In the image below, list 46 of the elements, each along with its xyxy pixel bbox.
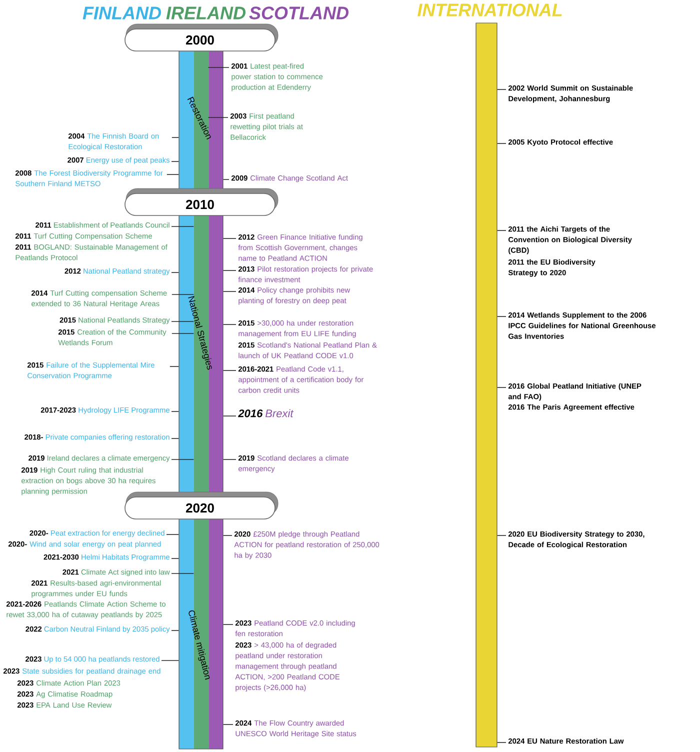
tick-line bbox=[166, 174, 180, 175]
tick-line bbox=[496, 143, 506, 144]
tick-line bbox=[171, 321, 194, 322]
tick-line bbox=[172, 137, 180, 138]
tick-line bbox=[496, 742, 506, 743]
tick-line bbox=[161, 660, 180, 661]
tick-line bbox=[222, 724, 234, 725]
period-label: Climate mitigation bbox=[188, 610, 210, 680]
column-heading: INTERNATIONAL bbox=[417, 4, 562, 16]
tick-line bbox=[496, 230, 506, 231]
column-heading: FINLAND bbox=[82, 6, 161, 20]
year-banner: 2020 bbox=[124, 492, 278, 520]
tick-line bbox=[496, 387, 506, 388]
tick-line bbox=[222, 324, 236, 325]
tick-line bbox=[222, 238, 236, 239]
tick-line bbox=[222, 291, 236, 292]
year-banner: 2010 bbox=[124, 188, 278, 216]
tick-line bbox=[172, 333, 194, 334]
tick-line bbox=[171, 459, 194, 460]
tick-line bbox=[222, 535, 232, 536]
tick-line bbox=[171, 161, 180, 162]
tick-line bbox=[171, 411, 180, 412]
tick-line bbox=[496, 535, 506, 536]
event-text: 2016 Brexit bbox=[238, 409, 294, 418]
tick-line bbox=[222, 624, 234, 625]
tick-line bbox=[172, 294, 194, 295]
tick-line bbox=[166, 534, 180, 535]
tick-line bbox=[222, 270, 236, 271]
tick-line bbox=[170, 366, 180, 367]
period-label: National Strategies bbox=[188, 296, 212, 370]
tick-line bbox=[222, 370, 236, 371]
tick-line bbox=[171, 226, 194, 227]
tick-line bbox=[171, 272, 180, 273]
tick-line bbox=[208, 117, 228, 118]
tick-line bbox=[171, 438, 180, 439]
year-banner: 2000 bbox=[124, 24, 278, 52]
tick-line bbox=[208, 67, 230, 68]
column-heading: SCOTLAND bbox=[249, 6, 348, 20]
tick-line bbox=[171, 558, 180, 559]
tick-line bbox=[222, 179, 230, 180]
tick-line bbox=[496, 316, 506, 317]
tick-line bbox=[496, 89, 506, 90]
tick-line bbox=[171, 630, 180, 631]
column-heading: IRELAND bbox=[166, 6, 246, 20]
tick-line bbox=[171, 573, 194, 574]
tick-line bbox=[222, 459, 236, 460]
